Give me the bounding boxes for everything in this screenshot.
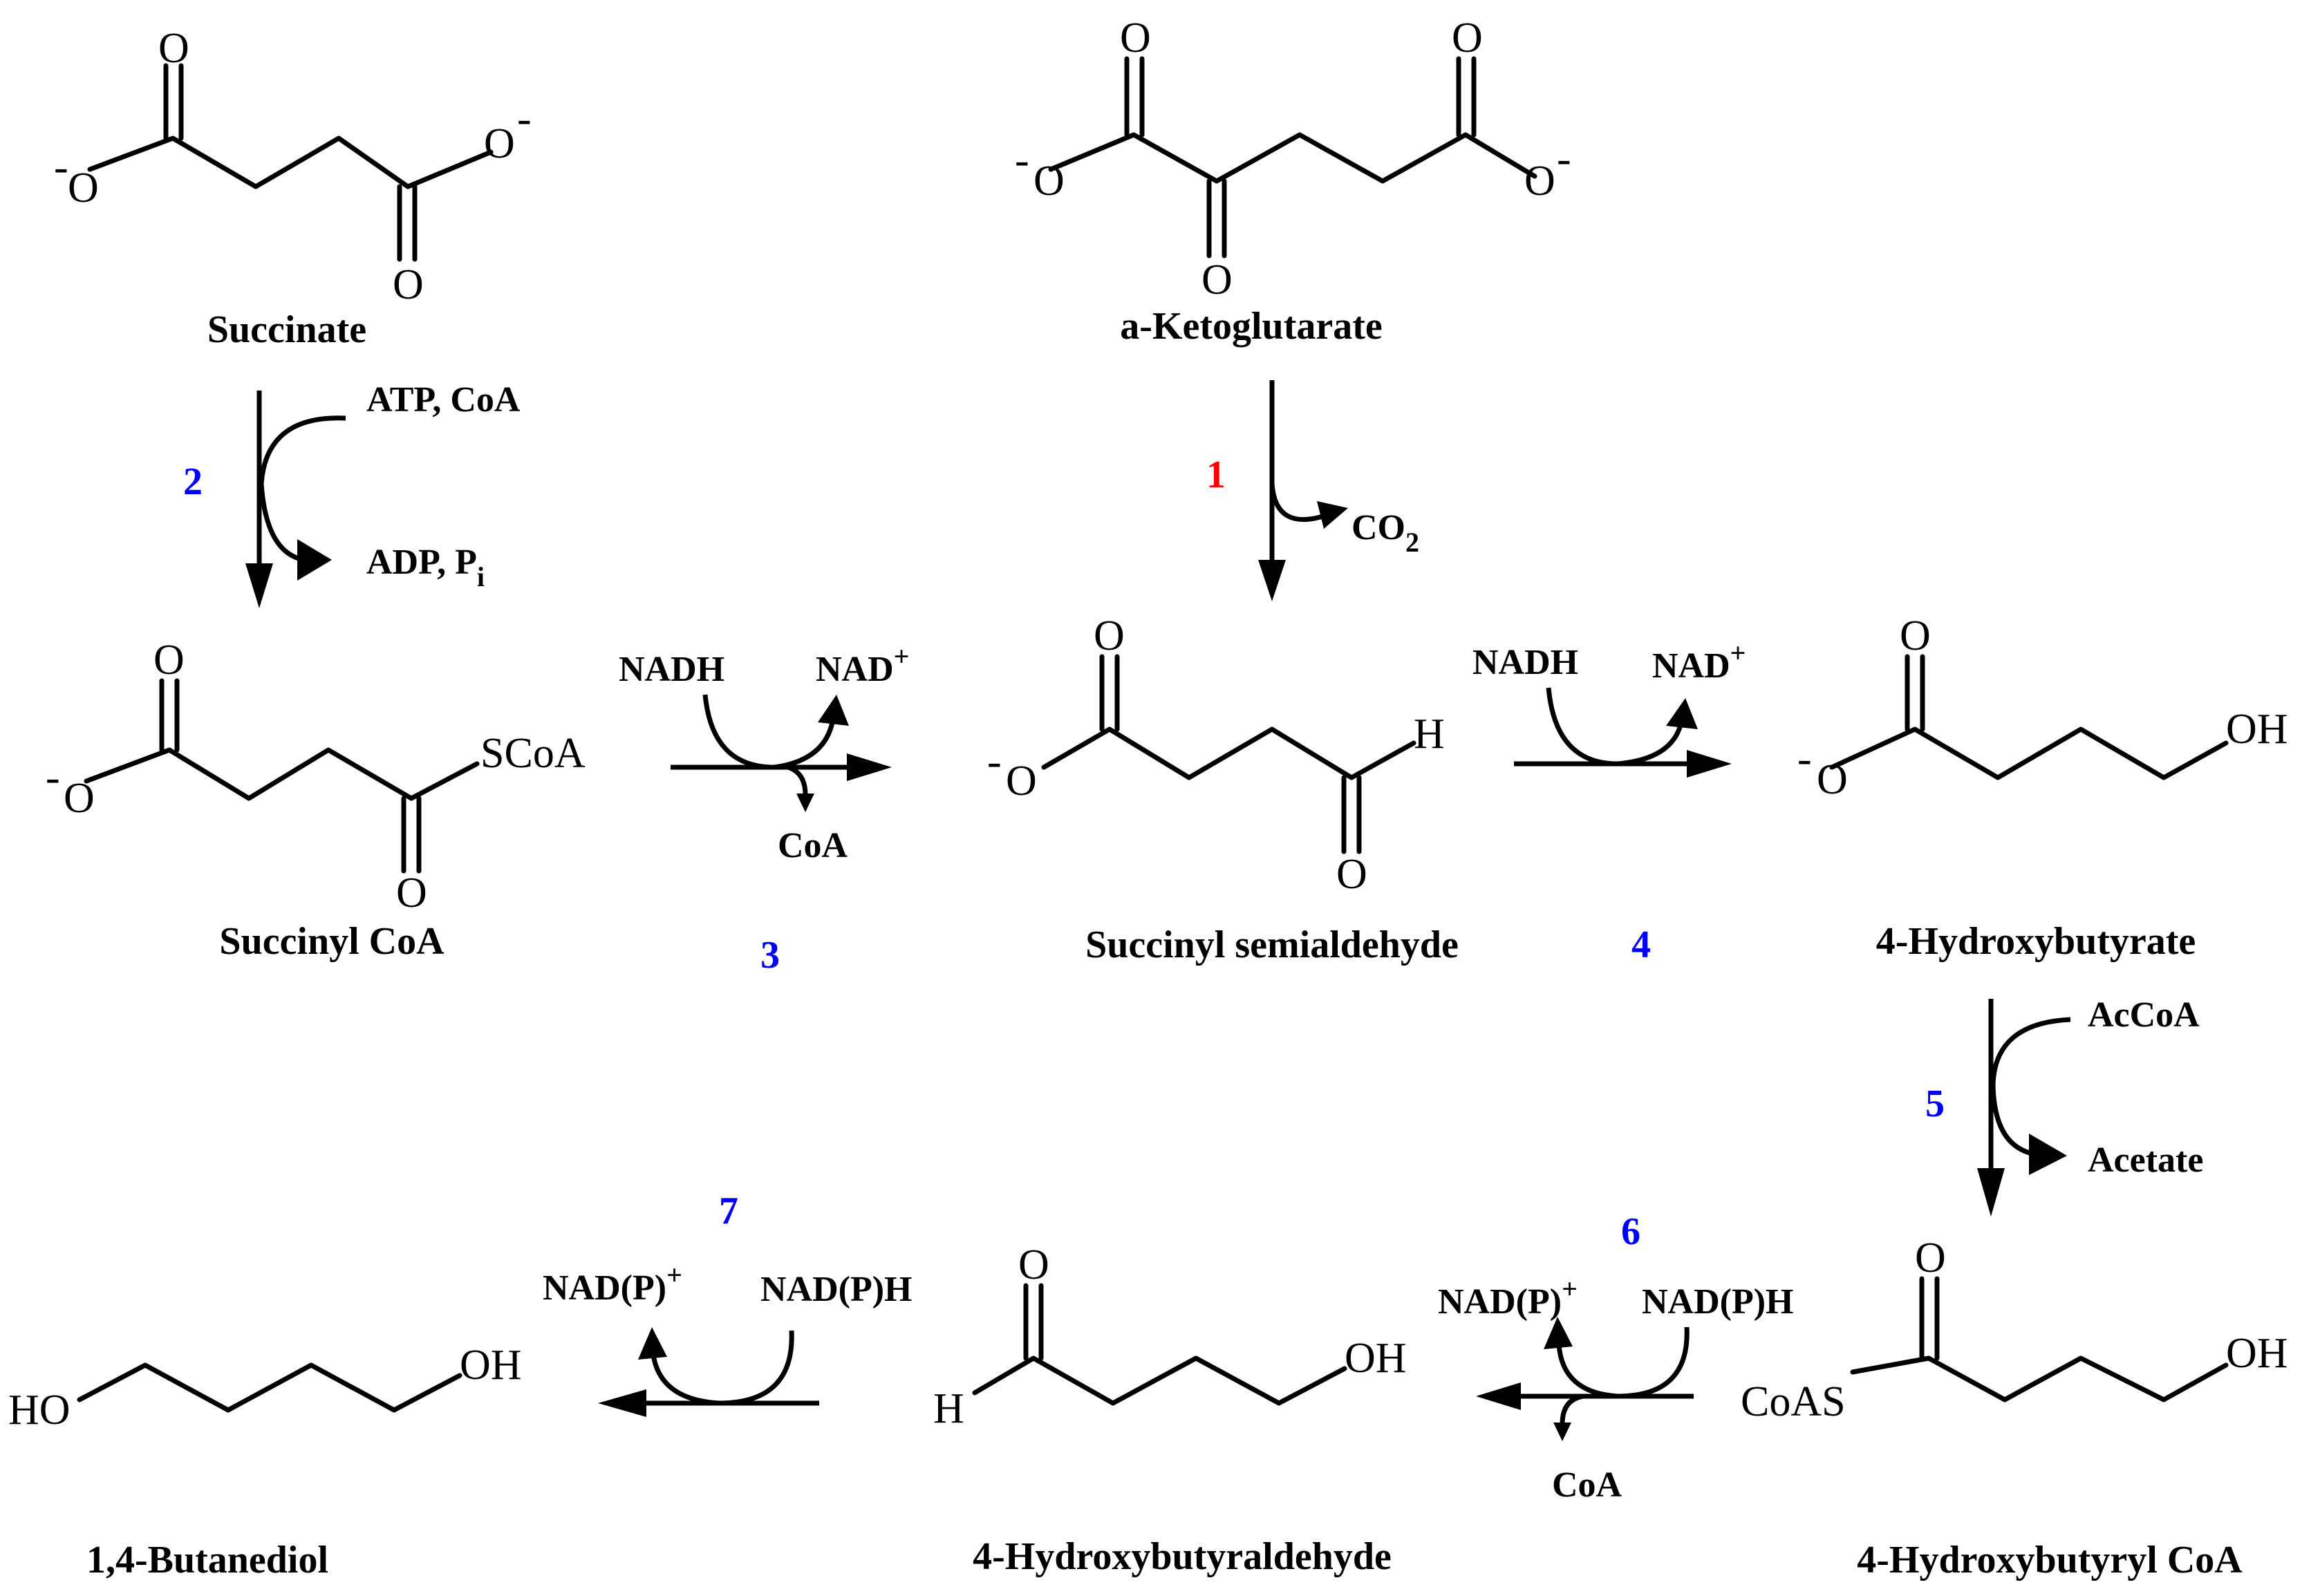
- 4-hydroxybutyraldehyde-structure: O H OH: [933, 1241, 1407, 1432]
- oxygen: O: [153, 637, 185, 684]
- charge: -: [54, 144, 68, 191]
- charge: -: [1015, 137, 1029, 184]
- cofactor-out: CO2: [1351, 508, 1419, 558]
- cofactor-in: NADH: [619, 650, 724, 689]
- oxygen: O: [1900, 612, 1931, 659]
- compound-name-succinyl-semialdehyde: Succinyl semialdehyde: [1085, 923, 1459, 966]
- oxygen: O: [393, 261, 424, 308]
- oxygen: O: [1524, 158, 1555, 205]
- reaction-arrow-step-3: [671, 694, 892, 812]
- hydroxyl: OH: [460, 1342, 522, 1389]
- cofactor-out: ADP, Pi: [366, 543, 485, 592]
- reaction-arrow-step-2: [245, 391, 346, 608]
- reaction-arrow-step-7: [598, 1327, 819, 1417]
- oxygen: O: [1006, 758, 1037, 805]
- 4-hydroxybutyrate-structure: O O - OH: [1797, 612, 2288, 803]
- step-number-2: 2: [183, 460, 203, 503]
- reaction-arrow-step-4: [1514, 687, 1732, 778]
- coa-released: CoA: [1552, 1465, 1622, 1505]
- oxygen: O: [1817, 756, 1848, 803]
- cofactor-out: NAD(P)+: [543, 1259, 682, 1308]
- 4-hydroxybutyryl-coa-structure: O CoAS OH: [1741, 1234, 2288, 1425]
- oxygen: O: [484, 120, 515, 167]
- oxygen: O: [1915, 1234, 1946, 1282]
- oxygen: O: [396, 870, 427, 917]
- coa-released: CoA: [778, 826, 848, 865]
- cofactor-in: NADH: [1472, 643, 1578, 682]
- step-number-7: 7: [719, 1190, 738, 1232]
- oxygen: O: [158, 25, 189, 72]
- oxygen: O: [1120, 15, 1151, 62]
- charge: -: [46, 754, 60, 801]
- 1,4-butanediol-structure: HO OH: [8, 1342, 522, 1434]
- hydrogen: H: [1414, 711, 1445, 758]
- oxygen: O: [1452, 15, 1483, 62]
- charge: -: [987, 738, 1002, 785]
- cofactor-out: NAD(P)+: [1438, 1273, 1578, 1322]
- cofactor-out: NAD+: [1652, 637, 1746, 686]
- step-number-3: 3: [760, 934, 780, 977]
- compound-name-a-ketoglutarate: a-Ketoglutarate: [1120, 305, 1382, 348]
- succinyl-coa-structure: O O O - SCoA: [46, 637, 586, 917]
- coas-group: CoAS: [1741, 1378, 1846, 1425]
- cofactor-out: Acetate: [2088, 1140, 2203, 1180]
- cofactor-in: NAD(P)H: [760, 1270, 913, 1309]
- compound-name-1,4-butanediol: 1,4-Butanediol: [86, 1539, 328, 1581]
- step-number-6: 6: [1621, 1210, 1640, 1253]
- compound-name-succinyl-coa: Succinyl CoA: [219, 920, 445, 963]
- oxygen: O: [1033, 158, 1065, 205]
- oxygen: O: [1094, 612, 1125, 659]
- hydroxyl: OH: [2226, 1330, 2288, 1377]
- oxygen: O: [64, 775, 95, 822]
- oxygen: O: [1201, 256, 1233, 303]
- oxygen: O: [68, 165, 99, 212]
- succinyl-semialdehyde-structure: O O O - H: [987, 612, 1445, 898]
- cofactor-out: NAD+: [816, 641, 909, 689]
- reaction-arrow-step-6: [1476, 1317, 1694, 1441]
- scoa-group: SCoA: [480, 730, 586, 777]
- succinate-structure: O O O - O -: [54, 25, 532, 308]
- oxygen: O: [1336, 851, 1367, 898]
- step-number-4: 4: [1631, 923, 1651, 966]
- reaction-arrow-step-5: [1977, 999, 2071, 1217]
- a-ketoglutarate-structure: O O O O - O -: [1015, 15, 1571, 303]
- charge: -: [517, 95, 532, 142]
- charge: -: [1797, 735, 1812, 782]
- step-number-1: 1: [1206, 453, 1226, 496]
- charge: -: [1557, 135, 1571, 182]
- cofactor-in: NAD(P)H: [1642, 1282, 1794, 1322]
- reaction-arrow-step-1: [1258, 380, 1348, 601]
- hydrogen: H: [933, 1385, 964, 1432]
- cofactor-in: ATP, CoA: [366, 380, 521, 420]
- cofactor-in: AcCoA: [2088, 995, 2200, 1035]
- hydroxyl: HO: [8, 1387, 71, 1434]
- compound-name-succinate: Succinate: [207, 308, 366, 351]
- hydroxyl: OH: [2226, 706, 2288, 753]
- hydroxyl: OH: [1345, 1335, 1407, 1382]
- compound-name-4-hydroxybutyryl-coa: 4-Hydroxybutyryl CoA: [1857, 1539, 2243, 1581]
- compound-name-4-hydroxybutyrate: 4-Hydroxybutyrate: [1876, 920, 2196, 963]
- oxygen: O: [1018, 1241, 1049, 1288]
- compound-name-4-hydroxybutyraldehyde: 4-Hydroxybutyraldehyde: [973, 1535, 1392, 1578]
- step-number-5: 5: [1925, 1082, 1945, 1125]
